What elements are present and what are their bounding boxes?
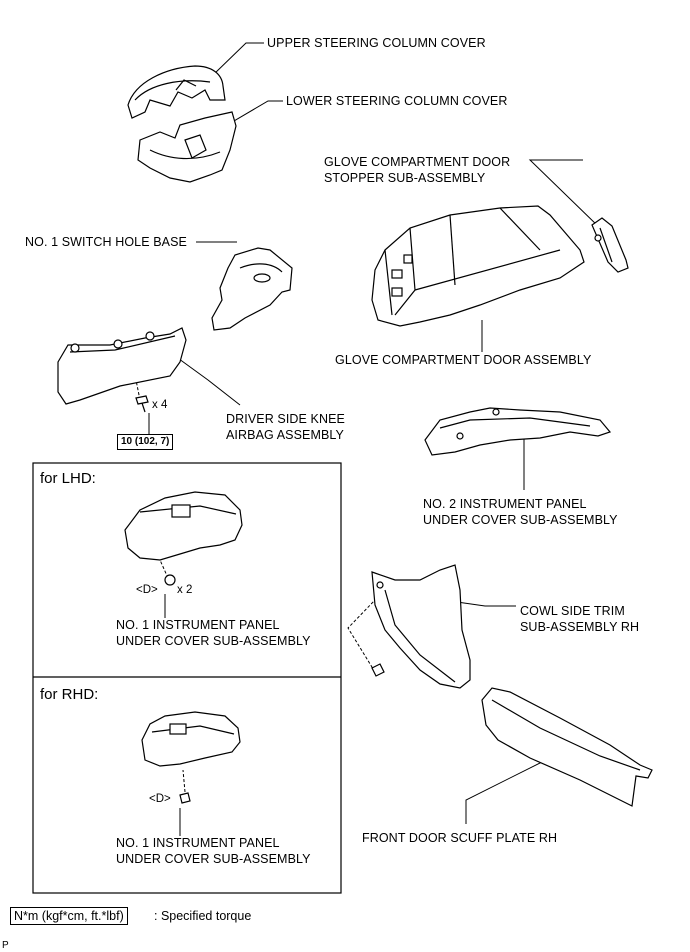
cowl-side-trim-label: COWL SIDE TRIM SUB-ASSEMBLY RH xyxy=(520,604,640,634)
lhd-under-cover-drawing xyxy=(124,491,243,561)
rhd-clip-icon xyxy=(179,792,191,804)
cowl-clip-icon xyxy=(371,663,385,677)
leader-scuff-plate xyxy=(465,752,561,824)
cowl-side-trim-drawing xyxy=(371,564,471,689)
scuff-plate-label: FRONT DOOR SCUFF PLATE RH xyxy=(362,831,558,845)
rhd-clip-guide xyxy=(182,769,186,793)
lhd-title: for LHD: xyxy=(40,470,96,487)
torque-value-box: 10 (102, 7) xyxy=(117,434,174,450)
rhd-under-cover-label: NO. 1 INSTRUMENT PANEL UNDER COVER SUB-A… xyxy=(116,836,311,866)
rhd-under-cover-drawing xyxy=(141,711,241,767)
driver-knee-airbag-drawing xyxy=(57,327,187,405)
torque-unit-legend-box: N*m (kgf*cm, ft.*lbf) xyxy=(10,907,128,925)
switch-hole-base-drawing xyxy=(211,247,293,331)
lhd-clip-d-label: <D> xyxy=(136,584,158,596)
lower-steering-column-cover-drawing xyxy=(137,111,237,183)
glove-compartment-door-drawing xyxy=(371,205,585,327)
scuff-plate-drawing xyxy=(481,687,653,807)
glove-compartment-door-stopper-label: GLOVE COMPARTMENT DOOR STOPPER SUB-ASSEM… xyxy=(324,155,511,185)
vehicle-variant-box xyxy=(32,462,342,894)
footer-mark: P xyxy=(2,940,9,951)
bolt-icon xyxy=(135,395,149,413)
upper-steering-column-cover-label: UPPER STEERING COLUMN COVER xyxy=(267,36,486,50)
glove-compartment-door-stopper-drawing xyxy=(591,217,629,273)
bolt-quantity: x 4 xyxy=(152,399,168,411)
leader-upper-cover xyxy=(212,42,264,76)
no2-under-cover-label: NO. 2 INSTRUMENT PANEL UNDER COVER SUB-A… xyxy=(423,497,618,527)
leader-cowl-trim xyxy=(456,601,516,607)
torque-unit-legend-text: : Specified torque xyxy=(154,909,252,923)
leader-glove-stopper xyxy=(528,159,601,229)
leader-lower-cover xyxy=(221,100,283,129)
lower-steering-column-cover-label: LOWER STEERING COLUMN COVER xyxy=(286,94,508,108)
driver-knee-airbag-label: DRIVER SIDE KNEE AIRBAG ASSEMBLY xyxy=(226,412,345,442)
lhd-under-cover-label: NO. 1 INSTRUMENT PANEL UNDER COVER SUB-A… xyxy=(116,618,311,648)
glove-compartment-door-label: GLOVE COMPARTMENT DOOR ASSEMBLY xyxy=(335,353,592,367)
leader-knee-airbag xyxy=(174,355,241,406)
lhd-clip-quantity: x 2 xyxy=(177,584,193,596)
clip-icon xyxy=(164,574,176,586)
rhd-clip-d-label: <D> xyxy=(149,793,171,805)
no2-under-cover-drawing xyxy=(424,407,612,456)
upper-steering-column-cover-drawing xyxy=(127,65,226,119)
cowl-clip-guide xyxy=(347,599,376,673)
rhd-title: for RHD: xyxy=(40,686,99,703)
switch-hole-base-label: NO. 1 SWITCH HOLE BASE xyxy=(25,235,187,249)
